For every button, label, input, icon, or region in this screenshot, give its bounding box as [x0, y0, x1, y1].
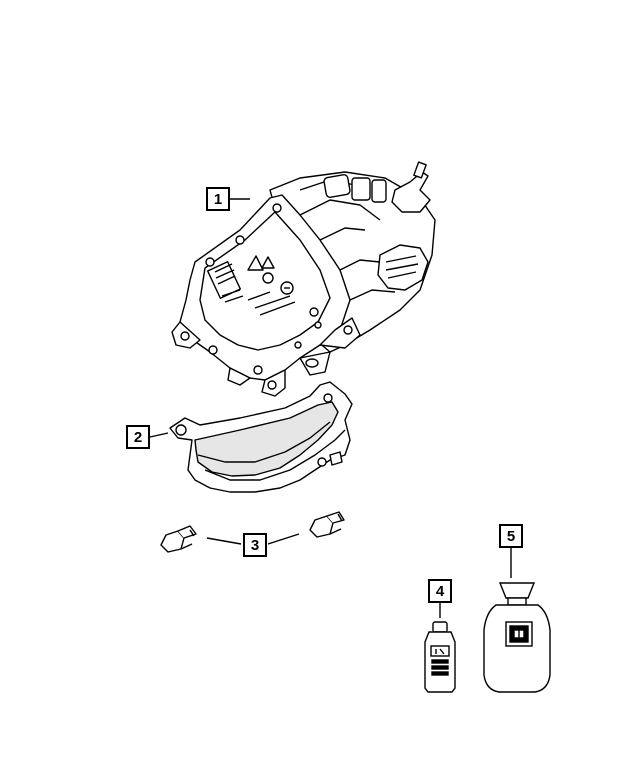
callout-4: 4: [428, 579, 452, 603]
refrigerant-can-illustration: [483, 582, 551, 693]
ac-compressor-illustration: [171, 161, 436, 397]
heat-shield-illustration: [169, 381, 353, 493]
callout-3-label: 3: [250, 536, 260, 554]
leader-lines: [149, 198, 512, 618]
callout-2-label: 2: [133, 428, 143, 446]
callout-3: 3: [243, 533, 267, 557]
callout-2: 2: [126, 425, 150, 449]
callout-1-label: 1: [213, 190, 223, 208]
bolts-illustration: [160, 511, 345, 553]
callout-4-label: 4: [435, 582, 445, 600]
callout-1: 1: [206, 187, 230, 211]
oil-bottle-illustration: [424, 621, 456, 693]
callout-5: 5: [499, 524, 523, 548]
callout-5-label: 5: [506, 527, 516, 545]
